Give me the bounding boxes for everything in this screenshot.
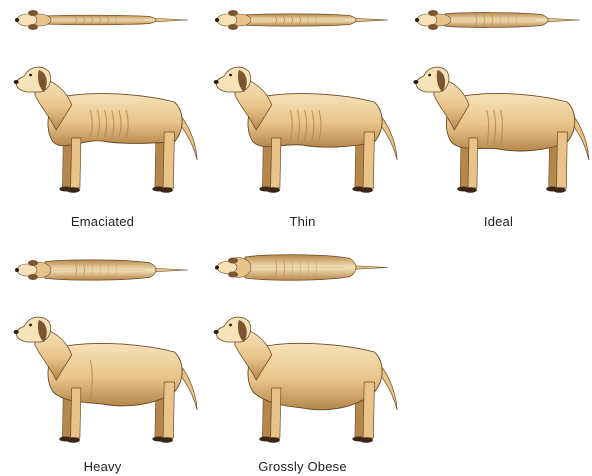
caption-grossly-obese: Grossly Obese <box>205 459 400 474</box>
dog-side-view-ideal <box>405 60 592 205</box>
condition-emaciated: Emaciated <box>5 0 200 240</box>
condition-thin: Thin <box>205 0 400 240</box>
condition-grossly-obese: Grossly Obese <box>205 240 400 476</box>
caption-heavy: Heavy <box>5 459 200 474</box>
dog-top-view-grossly-obese <box>205 240 400 295</box>
caption-thin: Thin <box>205 214 400 229</box>
dog-top-view-heavy <box>5 245 200 295</box>
caption-ideal: Ideal <box>405 214 592 229</box>
dog-side-view-heavy <box>5 310 200 455</box>
caption-emaciated: Emaciated <box>5 214 200 229</box>
dog-top-view-thin <box>205 0 400 40</box>
dog-side-view-thin <box>205 60 400 205</box>
condition-ideal: Ideal <box>405 0 592 240</box>
dog-top-view-emaciated <box>5 0 200 40</box>
dog-side-view-emaciated <box>5 60 200 205</box>
dog-side-view-grossly-obese <box>205 310 400 455</box>
dog-top-view-ideal <box>405 0 592 40</box>
condition-heavy: Heavy <box>5 240 200 476</box>
